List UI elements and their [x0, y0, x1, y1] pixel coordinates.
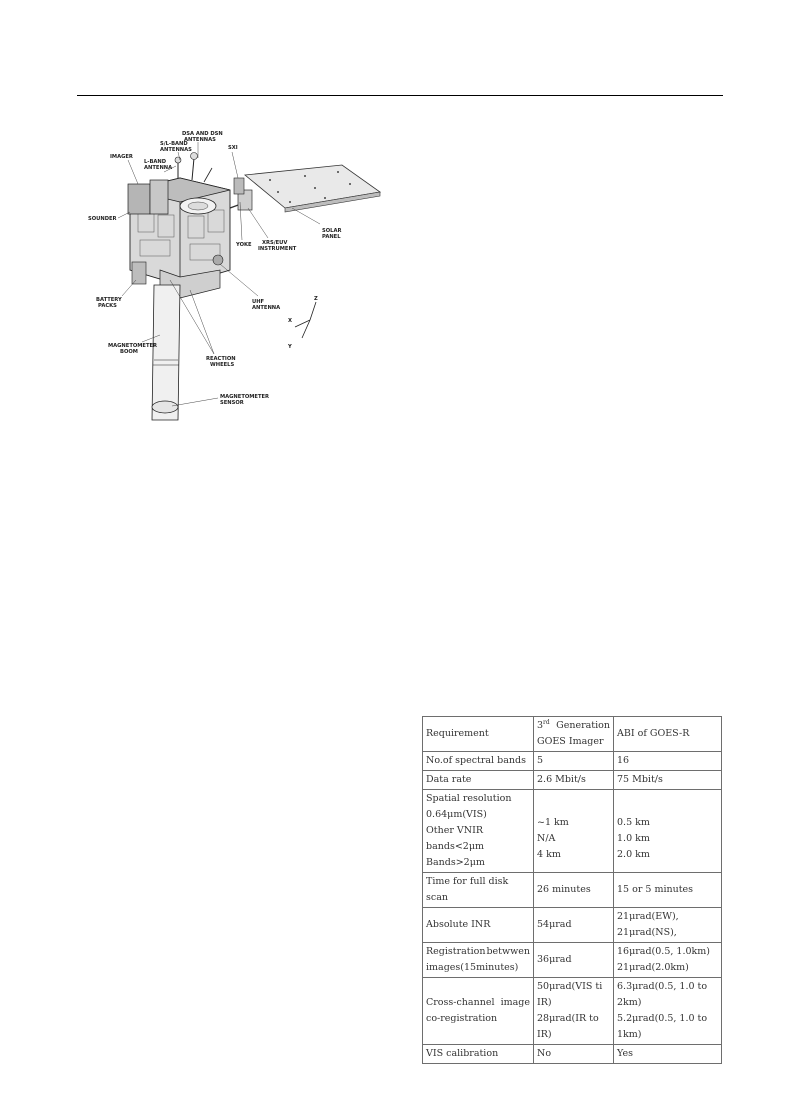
label-sounder: SOUNDER [88, 216, 117, 222]
axis-z-label: Z [314, 296, 318, 302]
table-row: No.of spectral bands 5 16 [422, 751, 722, 771]
label-sxi: SXI [228, 145, 238, 151]
table-row: Absolute INR 54μrad 21μrad(EW), 21μrad(N… [422, 907, 722, 943]
table-row: Data rate 2.6 Mbit/s 75 Mbit/s [422, 770, 722, 790]
axis-y-label: Y [287, 344, 292, 350]
table-row: VIS calibration No Yes [422, 1044, 722, 1064]
label-imager: IMAGER [110, 154, 133, 160]
header-abi: ABI of GOES-R [613, 716, 722, 752]
header-requirement: Requirement [422, 716, 534, 752]
table-row: Time for full disk scan 26 minutes 15 or… [422, 872, 722, 908]
header-rule [77, 95, 723, 96]
table-row-spatial: Spatial resolution 0.64μm(VIS) Other VNI… [422, 789, 722, 873]
label-yoke: YOKE [235, 242, 252, 248]
axis-x-label: X [288, 318, 292, 324]
